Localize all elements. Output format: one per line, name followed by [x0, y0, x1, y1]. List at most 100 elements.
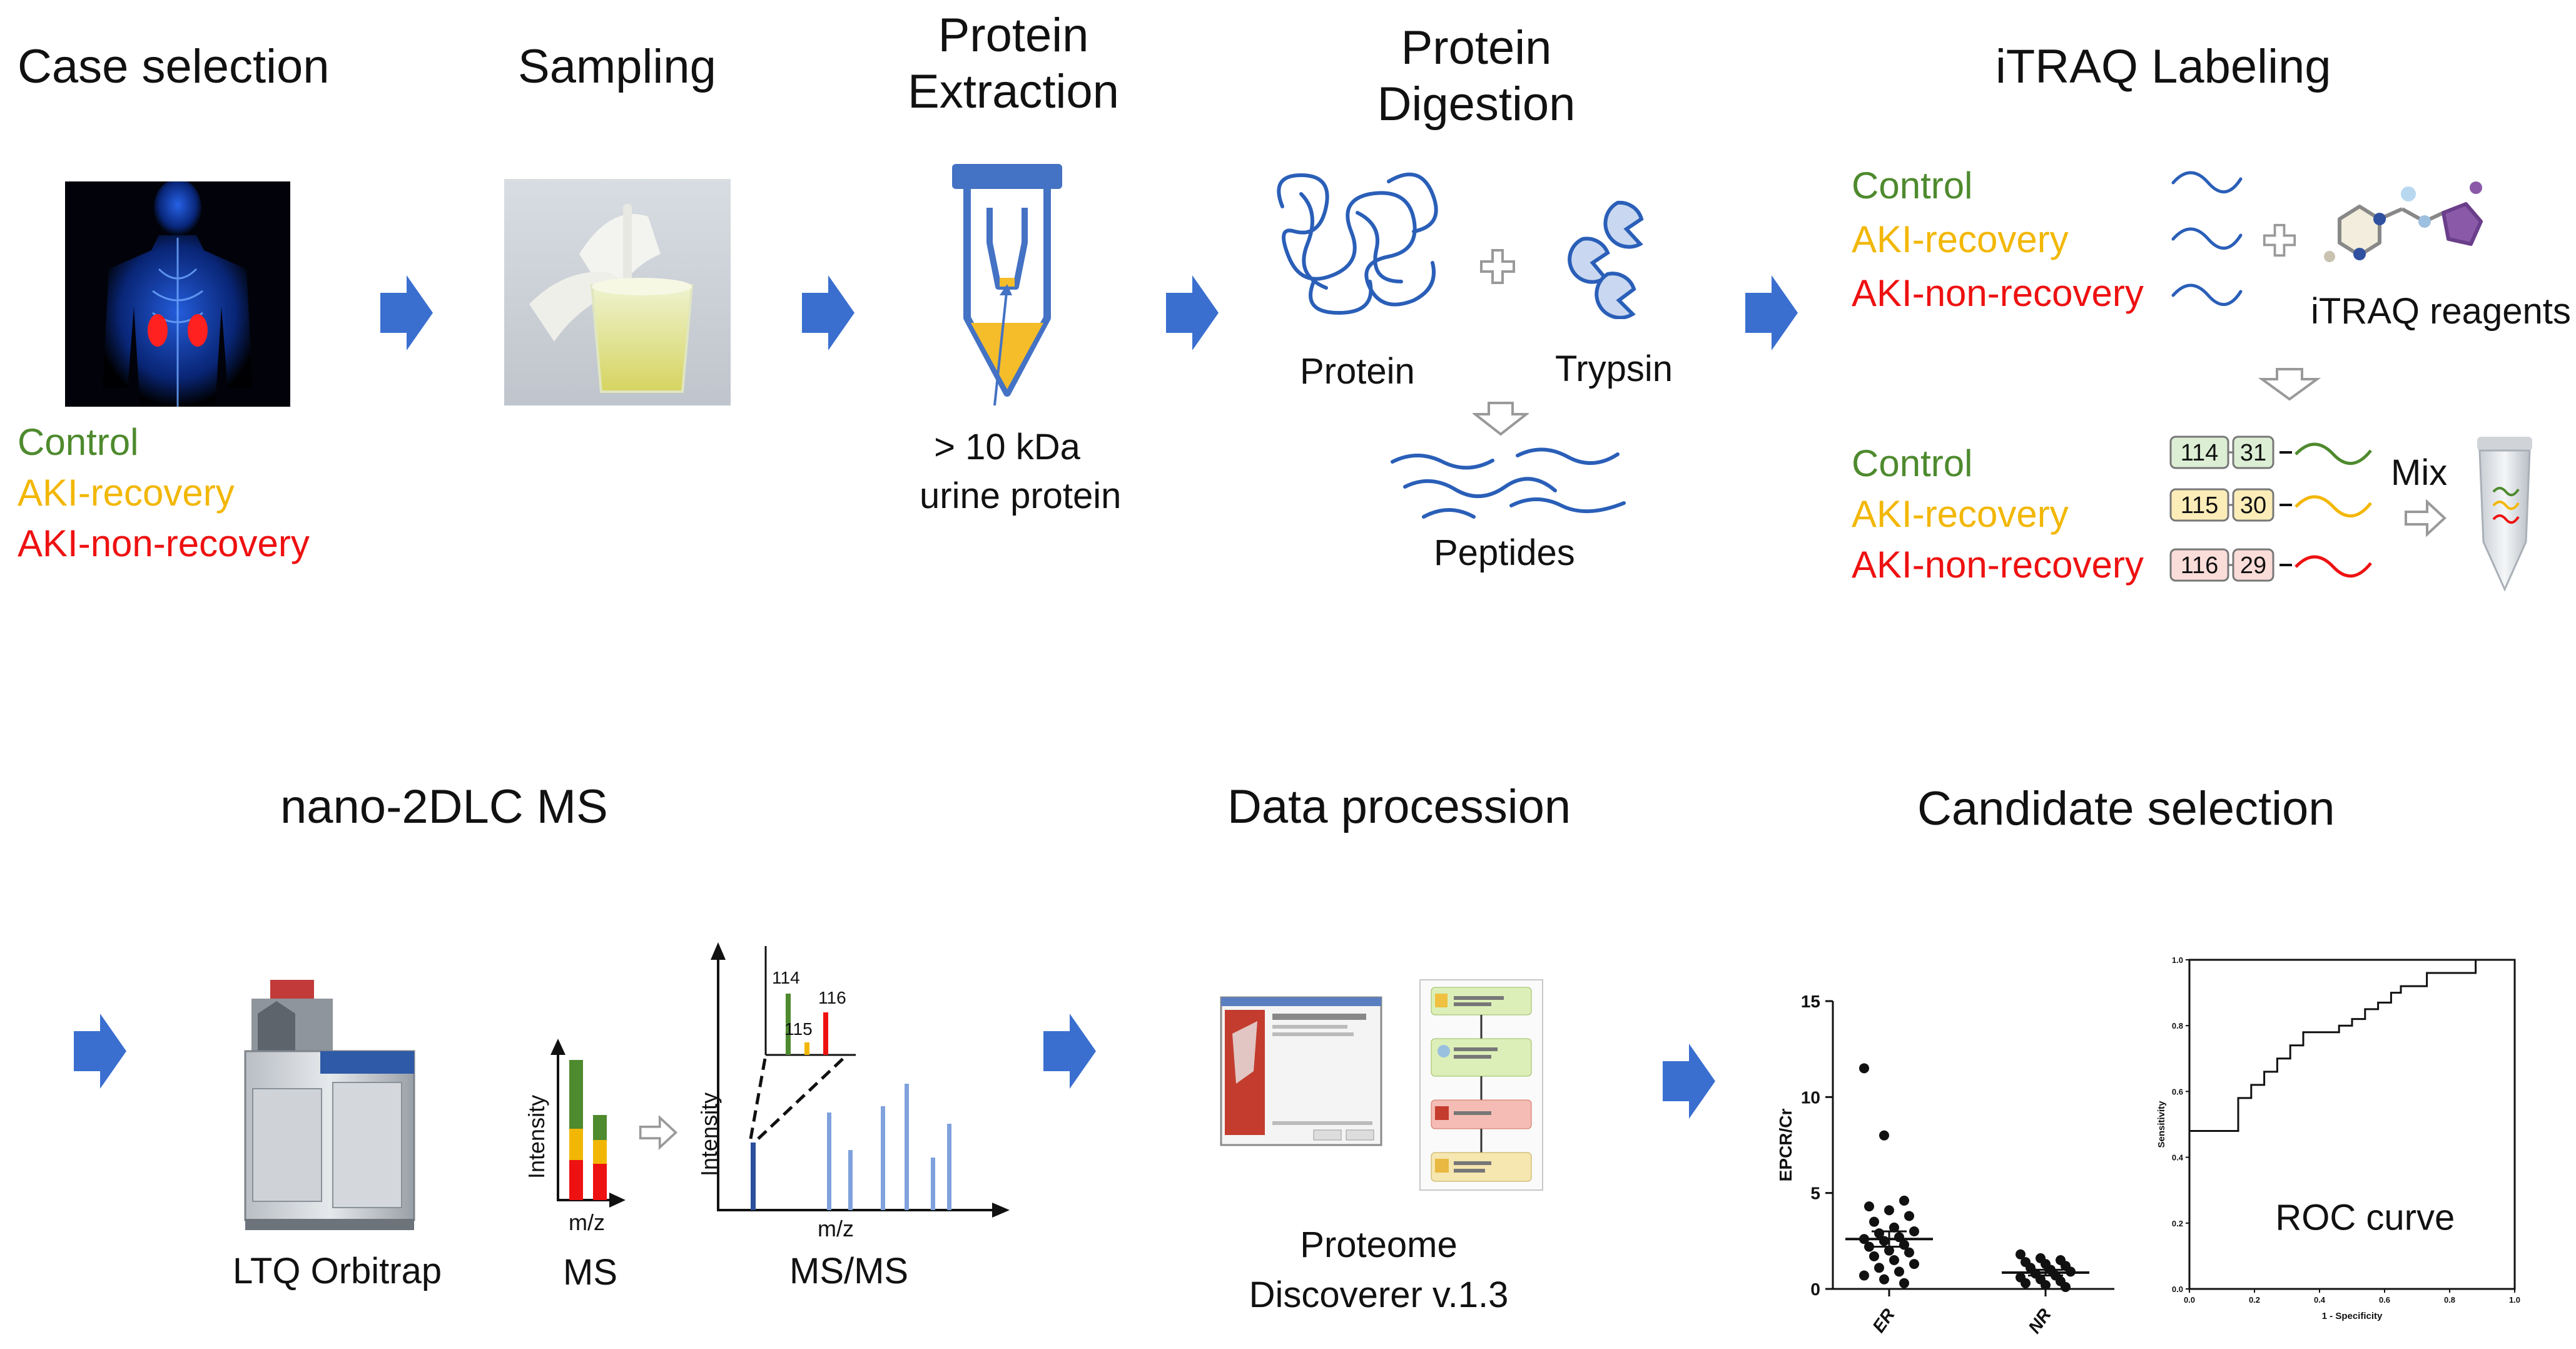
- flow-arrow-icon: [380, 275, 433, 350]
- ms-ylabel: Intensity: [524, 1095, 549, 1179]
- reporter-label-116: 116: [818, 988, 846, 1007]
- scatter-y-tick-label: 5: [1810, 1184, 1820, 1203]
- itraq-groups-top: Control AKI-recovery AKI-non-recovery: [1852, 159, 2144, 320]
- msms-peak: [931, 1158, 935, 1210]
- ms-bar-amber: [593, 1140, 607, 1164]
- digestion-protein-label: Protein: [1300, 351, 1415, 392]
- scatter-point: [1884, 1245, 1894, 1256]
- msms-peak: [848, 1150, 853, 1210]
- step-title-itraq-labeling: iTRAQ Labeling: [1995, 40, 2331, 93]
- scatter-y-tick-label: 0: [1810, 1280, 1820, 1299]
- ms-xlabel: m/z: [569, 1209, 605, 1235]
- plus-icon: [2263, 223, 2296, 257]
- msms-peak: [751, 1143, 756, 1210]
- roc-y-tick-label: 0.0: [2172, 1285, 2183, 1294]
- tag-reporter-115: 115: [2181, 492, 2219, 519]
- scatter-point: [1879, 1236, 1889, 1246]
- software-label: Proteome Discoverer v.1.3: [1241, 1220, 1516, 1320]
- scatter-y-tick-label: 15: [1801, 992, 1820, 1011]
- flow-arrow-icon: [1166, 275, 1219, 350]
- mix-tube-icon: [2477, 437, 2532, 592]
- scatter-point: [1904, 1247, 1914, 1258]
- scatter-y-tick-label: 10: [1801, 1087, 1820, 1107]
- tag-reporter-116: 116: [2181, 552, 2219, 579]
- roc-y-tick-label: 0.2: [2172, 1219, 2183, 1228]
- scatter-point: [1864, 1201, 1874, 1212]
- roc-curve-line: [2188, 959, 2515, 1289]
- group-recovery-label: AKI-recovery: [1852, 493, 2069, 535]
- itraq-tags: 114 31 115 30 116 29: [2169, 435, 2372, 582]
- protein-coil-icon: [1277, 172, 1438, 315]
- urine-sample-image: [504, 179, 731, 405]
- scatter-x-tick-label: NR: [2024, 1305, 2055, 1337]
- scatter-point: [1874, 1263, 1884, 1273]
- ms-spectrum-chart: Intensity m/z: [524, 1039, 626, 1235]
- step-title-data-procession: Data procession: [1227, 780, 1571, 833]
- scatter-point: [2061, 1281, 2071, 1292]
- roc-y-tick-label: 0.4: [2172, 1153, 2184, 1163]
- tag-reporter-114: 114: [2181, 440, 2219, 466]
- msms-peak: [947, 1124, 951, 1210]
- msms-label: MS/MS: [789, 1251, 909, 1291]
- reporter-peak-116: [823, 1012, 828, 1055]
- scatter-point: [2041, 1280, 2051, 1290]
- ms-bar-green: [593, 1115, 607, 1140]
- group-control-label: Control: [1852, 165, 1973, 206]
- msms-peak: [827, 1112, 831, 1210]
- scatter-point: [1859, 1270, 1869, 1281]
- step-title-protein-digestion: Protein Digestion: [1364, 20, 1589, 132]
- flow-arrow-icon: [74, 1014, 126, 1089]
- group-non-recovery-label: AKI-non-recovery: [18, 522, 310, 564]
- step-title-sampling: Sampling: [518, 40, 716, 93]
- scatter-point: [1879, 1274, 1889, 1285]
- group-recovery-label: AKI-recovery: [18, 472, 235, 514]
- scatter-point: [1889, 1222, 1899, 1233]
- scatter-point: [2016, 1249, 2026, 1260]
- ms-bar-red: [593, 1164, 607, 1200]
- scatter-point: [1909, 1259, 1919, 1270]
- software-label-line2: Discoverer v.1.3: [1249, 1275, 1509, 1315]
- roc-x-tick-label: 0.8: [2444, 1295, 2455, 1305]
- scatter-point: [1889, 1255, 1899, 1265]
- ms-bar-red: [569, 1160, 583, 1200]
- group-recovery-label: AKI-recovery: [1852, 218, 2069, 260]
- extraction-note: > 10 kDa urine protein: [920, 423, 1122, 521]
- itraq-groups-bottom: Control AKI-recovery AKI-non-recovery: [1852, 438, 2144, 590]
- extraction-note-line2: urine protein: [920, 476, 1122, 516]
- peptides-icon: [1391, 447, 1626, 519]
- itraq-reagents-label: iTRAQ reagents: [2311, 291, 2571, 332]
- roc-x-tick-label: 1.0: [2509, 1295, 2520, 1305]
- flow-arrow-icon: [802, 275, 854, 350]
- orbitrap-instrument-image: [244, 980, 415, 1230]
- group-control-label: Control: [18, 421, 139, 463]
- tag-balance-30: 30: [2240, 492, 2266, 519]
- scatter-point: [2021, 1278, 2031, 1288]
- roc-x-tick-label: 0.0: [2184, 1295, 2195, 1305]
- scatter-point: [1904, 1211, 1914, 1221]
- itraq-mix-label: Mix: [2391, 452, 2448, 493]
- flow-arrow-icon: [1745, 275, 1798, 350]
- scatter-y-label: EPCR/Cr: [1776, 1109, 1795, 1182]
- reporter-peak-114: [786, 994, 791, 1055]
- scatter-point: [1884, 1205, 1894, 1216]
- ms-label: MS: [563, 1252, 617, 1293]
- down-arrow-icon: [2258, 368, 2321, 401]
- scatter-point: [1859, 1063, 1869, 1074]
- roc-frame: [2188, 959, 2516, 1290]
- step-title-protein-extraction-line2: Extraction: [908, 64, 1119, 118]
- scatter-point: [1869, 1251, 1879, 1261]
- extraction-note-line1: > 10 kDa: [934, 427, 1080, 467]
- itraq-reagent-molecule-icon: [2324, 181, 2483, 262]
- scatter-point: [1909, 1226, 1919, 1236]
- roc-y-tick-label: 0.8: [2172, 1021, 2183, 1031]
- group-non-recovery-label: AKI-non-recovery: [1852, 544, 2144, 586]
- step-title-protein-digestion-line2: Digestion: [1377, 77, 1576, 131]
- trypsin-enzyme-icon: [1568, 200, 1644, 319]
- ms-bar-amber: [569, 1129, 583, 1160]
- tag-balance-31: 31: [2240, 440, 2266, 466]
- flow-arrow-icon: [1663, 1044, 1715, 1119]
- msms-xlabel: m/z: [818, 1216, 854, 1241]
- software-label-line1: Proteome: [1300, 1224, 1458, 1265]
- tag-balance-box: [2232, 435, 2274, 469]
